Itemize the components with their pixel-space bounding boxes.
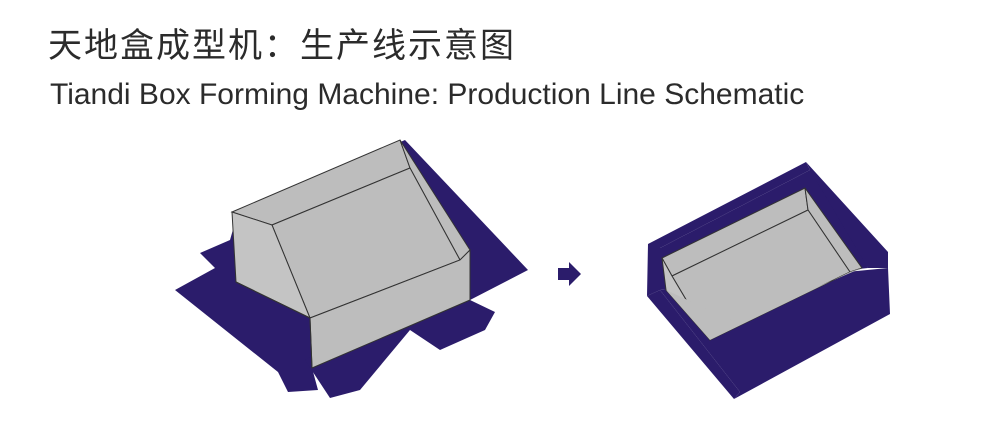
page-title-english: Tiandi Box Forming Machine: Production L… bbox=[50, 78, 805, 111]
finished-box-illustration bbox=[647, 162, 890, 399]
finished-box-right-side bbox=[806, 162, 888, 268]
finished-box-front-side bbox=[647, 290, 740, 399]
finished-box-inner-front bbox=[666, 268, 862, 340]
unfolded-box-illustration bbox=[175, 139, 528, 398]
page-title-chinese: 天地盒成型机：生产线示意图 bbox=[48, 26, 516, 66]
arrow-right-icon bbox=[558, 262, 581, 286]
finished-box-left-side bbox=[647, 162, 810, 296]
